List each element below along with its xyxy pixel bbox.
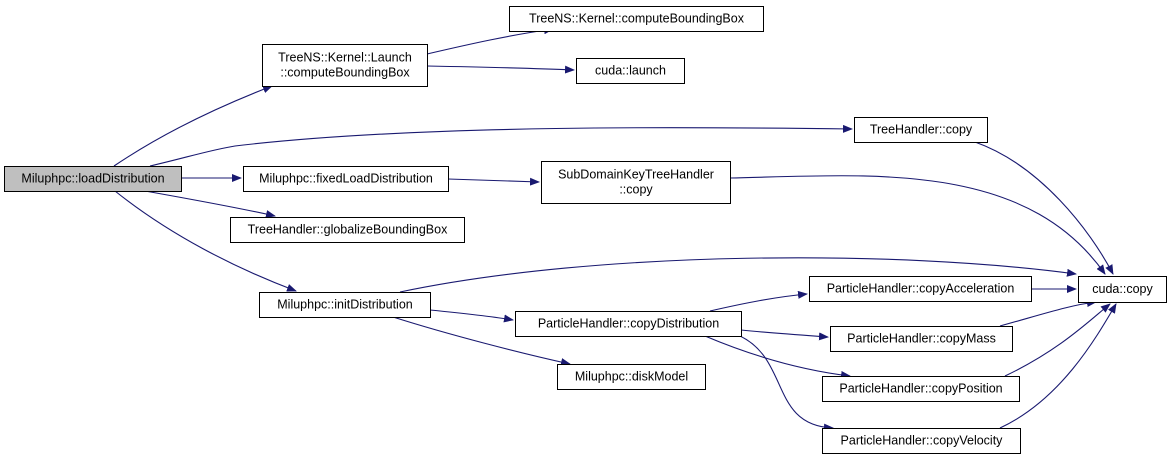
node-initDistribution[interactable]: Miluphpc::initDistribution (259, 292, 431, 318)
node-box[interactable] (557, 364, 706, 390)
edge-copyVelocity-to-cudaCopy (999, 303, 1117, 429)
node-label: TreeNS::Kernel::Launch (278, 51, 412, 65)
node-box[interactable] (243, 166, 449, 192)
edge-initDistribution-to-copyDistribution (429, 309, 514, 323)
node-label: Miluphpc::loadDistribution (21, 172, 164, 186)
node-label: ::computeBoundingBox (280, 66, 410, 80)
node-treeHandlerCopy[interactable]: TreeHandler::copy (854, 117, 988, 143)
node-label: ::copy (619, 183, 653, 197)
edge-loadDistribution-to-globalizeBB (144, 190, 276, 218)
edge-launchComputeBB-to-cudaLaunch (426, 65, 575, 74)
node-subDomainCopy[interactable]: SubDomainKeyTreeHandler::copy (541, 161, 731, 204)
node-box[interactable] (830, 326, 1013, 352)
node-box[interactable] (262, 44, 428, 87)
edges-layer (113, 26, 1117, 432)
edge-loadDistribution-to-treeHandlerCopy (149, 124, 853, 167)
edge-copyDistribution-to-copyPosition (704, 335, 851, 379)
node-label: ParticleHandler::copyPosition (839, 382, 1002, 396)
node-label: cuda::copy (1092, 282, 1153, 296)
node-cudaLaunch[interactable]: cuda::launch (576, 58, 685, 84)
edge-loadDistribution-to-initDistribution (114, 190, 297, 292)
edge-copyDistribution-to-copyVelocity (739, 335, 834, 432)
node-fixedLoad[interactable]: Miluphpc::fixedLoadDistribution (243, 166, 449, 192)
node-label: ParticleHandler::copyVelocity (841, 434, 1004, 448)
edge-subDomainCopy-to-cudaCopy (729, 175, 1106, 275)
nodes-layer: Miluphpc::loadDistribution TreeNS::Kernel… (4, 6, 1167, 454)
node-label: ParticleHandler::copyDistribution (538, 317, 719, 331)
node-label: Miluphpc::diskModel (575, 370, 688, 384)
edge-copyPosition-to-cudaCopy (1004, 303, 1111, 377)
edge-copyMass-to-cudaCopy (999, 299, 1097, 327)
node-label: cuda::launch (595, 64, 666, 78)
node-box[interactable] (1078, 276, 1167, 303)
edge-treeHandlerCopy-to-cudaCopy (974, 141, 1114, 275)
node-box[interactable] (576, 58, 685, 84)
node-label: TreeHandler::copy (870, 123, 973, 137)
edge-copyDistribution-to-copyAcceleration (709, 290, 808, 312)
node-box[interactable] (809, 276, 1032, 302)
node-copyDistribution[interactable]: ParticleHandler::copyDistribution (515, 311, 742, 337)
node-label: Miluphpc::initDistribution (277, 298, 413, 312)
node-label: ParticleHandler::copyMass (847, 332, 996, 346)
node-label: ParticleHandler::copyAcceleration (827, 282, 1015, 296)
node-diskModel[interactable]: Miluphpc::diskModel (557, 364, 706, 390)
node-box[interactable] (541, 161, 731, 204)
node-box[interactable] (822, 376, 1020, 402)
node-box[interactable] (509, 6, 764, 32)
node-label: TreeHandler::globalizeBoundingBox (248, 223, 448, 237)
node-label: Miluphpc::fixedLoadDistribution (259, 172, 433, 186)
node-copyPosition[interactable]: ParticleHandler::copyPosition (822, 376, 1020, 402)
node-cudaCopy[interactable]: cuda::copy (1078, 276, 1167, 303)
node-loadDistribution[interactable]: Miluphpc::loadDistribution (4, 166, 182, 192)
node-label: SubDomainKeyTreeHandler (558, 168, 714, 182)
node-box[interactable] (822, 428, 1021, 454)
node-copyVelocity[interactable]: ParticleHandler::copyVelocity (822, 428, 1021, 454)
edge-copyDistribution-to-copyMass (740, 329, 829, 341)
node-launchComputeBB[interactable]: TreeNS::Kernel::Launch::computeBoundingB… (262, 44, 428, 87)
edge-fixedLoad-to-subDomainCopy (447, 177, 540, 186)
node-box[interactable] (4, 166, 182, 192)
node-box[interactable] (854, 117, 988, 143)
edge-initDistribution-to-diskModel (392, 316, 571, 366)
node-label: TreeNS::Kernel::computeBoundingBox (529, 12, 745, 26)
node-box[interactable] (230, 217, 465, 243)
node-box[interactable] (259, 292, 431, 318)
node-kernelComputeBB[interactable]: TreeNS::Kernel::computeBoundingBox (509, 6, 764, 32)
node-box[interactable] (515, 311, 742, 337)
node-copyMass[interactable]: ParticleHandler::copyMass (830, 326, 1013, 352)
node-globalizeBB[interactable]: TreeHandler::globalizeBoundingBox (230, 217, 465, 243)
edge-loadDistribution-to-launchComputeBB (113, 85, 273, 167)
node-copyAcceleration[interactable]: ParticleHandler::copyAcceleration (809, 276, 1032, 302)
edge-initDistribution-to-cudaCopy (399, 257, 1077, 293)
edge-launchComputeBB-to-kernelComputeBB (426, 26, 554, 55)
